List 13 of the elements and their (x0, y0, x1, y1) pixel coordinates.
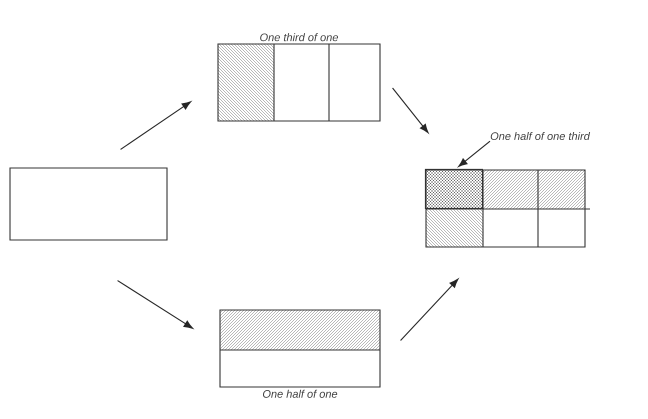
rectangle-drawing: One half of one (219, 309, 381, 398)
rectangle (425, 169, 586, 248)
rectangle (9, 167, 168, 241)
arrow (400, 278, 458, 341)
arrow (117, 280, 194, 329)
arrow (392, 88, 429, 134)
arrow (120, 101, 192, 150)
text-label: One half of one third (490, 132, 590, 140)
crosshatched-cell (424, 168, 483, 209)
node-label: One third of one (260, 33, 338, 42)
rectangle-drawing: One third of one (217, 33, 381, 122)
node-label: One half of one (262, 390, 338, 398)
leader-line (458, 140, 490, 167)
